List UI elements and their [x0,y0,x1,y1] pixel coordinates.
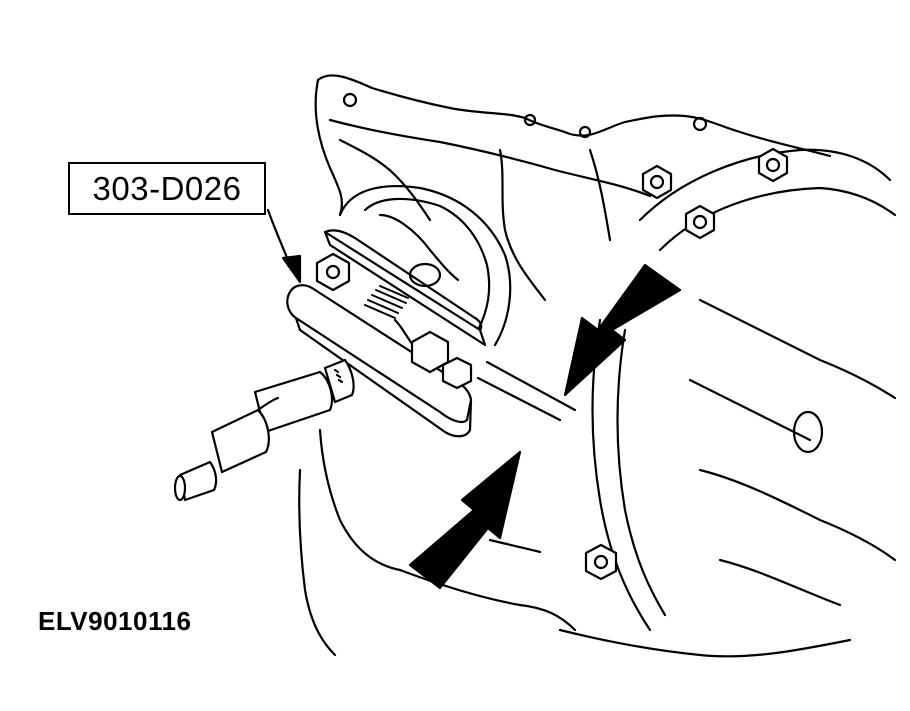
flywheel-disc-outer [338,185,512,347]
bell-housing-outline [638,148,892,222]
gauge-stem-ticks [333,368,344,384]
lower-housing-left [298,468,337,657]
bell-housing-rib-4 [718,558,842,607]
housing-mid-contour [338,138,432,222]
label-leader-head [281,254,302,284]
bell-housing-inner-lower [616,328,667,617]
housing-contour-2 [498,148,547,302]
micrometer-barrel [253,370,334,434]
tool-upper-plate [323,230,487,347]
flywheel-disc-inner [363,197,491,332]
straightedge-line-2 [476,376,562,422]
micrometer-thimble [210,408,270,474]
top-boss-2 [523,113,537,127]
lower-housing-bottom [398,568,577,632]
housing-contour-3 [588,148,612,242]
flywheel-hub [408,262,442,288]
bell-housing-rib-2 [688,378,812,442]
top-boss-3 [578,125,592,139]
bell-housing-rib-1 [698,298,897,400]
bell-housing-bottom [558,628,852,658]
lower-housing-curve [318,428,402,572]
housing-left-wall [314,78,344,217]
micrometer-tip [173,474,187,502]
tool-number-label: 303-D026 [68,162,266,215]
figure-id: ELV9010116 [38,606,192,636]
bell-housing-oval-boss [792,410,824,454]
top-boss-4 [692,116,708,132]
housing-top-flange [316,74,832,158]
bolt-lower [584,543,618,581]
pointer-arrow-upper [563,263,682,397]
tool-nut-right [441,356,473,390]
top-boss-1 [342,92,358,108]
tool-upper-plate-top [323,229,483,332]
bolt-upper-1 [641,164,673,200]
lower-housing-detail [488,538,542,554]
gauge-body [286,284,473,424]
gauge-spring [364,285,409,319]
straightedge-line [485,360,577,412]
gauge-body-edge [294,316,473,438]
flywheel-groove [378,213,460,282]
micrometer-sleeve-ring [256,396,280,412]
micrometer-spindle [178,460,218,502]
bell-housing-rib-3 [698,468,897,562]
bolt-upper-2 [757,147,789,183]
bell-housing-outer-lower [591,318,652,632]
bolt-upper-3 [684,204,716,240]
tool-bolt-left [315,252,351,292]
pointer-arrow-lower [408,450,522,590]
